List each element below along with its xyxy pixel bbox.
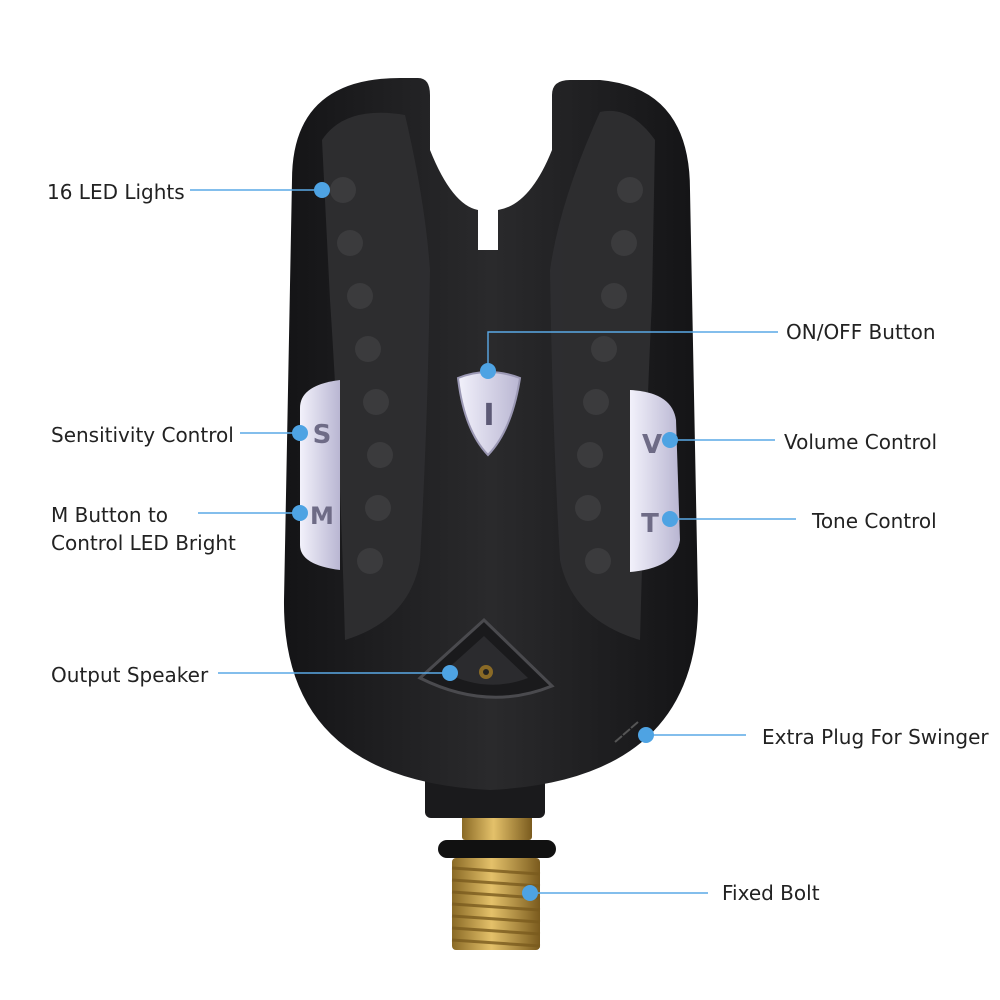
led-light xyxy=(365,495,391,521)
m-button-letter: M xyxy=(310,502,334,530)
label-on-off: ON/OFF Button xyxy=(786,320,936,344)
dot-tone xyxy=(662,511,678,527)
led-light xyxy=(330,177,356,203)
dot-led-lights xyxy=(314,182,330,198)
label-m-button-line1: M Button to xyxy=(51,503,169,527)
dot-volume xyxy=(662,432,678,448)
led-light xyxy=(585,548,611,574)
label-tone: Tone Control xyxy=(812,509,937,533)
led-light xyxy=(617,177,643,203)
sensitivity-button-letter: S xyxy=(313,420,332,450)
led-light xyxy=(575,495,601,521)
led-light xyxy=(363,389,389,415)
led-light xyxy=(591,336,617,362)
leader-on-off xyxy=(487,331,778,371)
label-volume: Volume Control xyxy=(784,430,938,454)
dot-on-off xyxy=(480,363,496,379)
led-light xyxy=(355,336,381,362)
dot-m-button xyxy=(292,505,308,521)
label-sensitivity: Sensitivity Control xyxy=(51,423,234,447)
swinger-plug xyxy=(614,721,639,743)
dot-speaker xyxy=(442,665,458,681)
dot-bolt xyxy=(522,885,538,901)
led-light xyxy=(357,548,383,574)
leader-lines xyxy=(190,189,796,894)
dot-sensitivity xyxy=(292,425,308,441)
led-light xyxy=(611,230,637,256)
led-light xyxy=(601,283,627,309)
led-column-right xyxy=(575,177,643,574)
led-light xyxy=(367,442,393,468)
callout-dots xyxy=(292,182,678,901)
volume-button-letter: V xyxy=(642,430,662,460)
label-m-button-line2: Control LED Bright xyxy=(51,531,236,555)
led-light xyxy=(337,230,363,256)
left-button-pad[interactable]: S M xyxy=(300,380,340,570)
label-fixed-bolt: Fixed Bolt xyxy=(722,881,820,905)
led-column-left xyxy=(330,177,393,574)
led-light xyxy=(577,442,603,468)
label-swinger-plug: Extra Plug For Swinger xyxy=(762,725,989,749)
fixed-bolt xyxy=(438,810,556,950)
label-speaker: Output Speaker xyxy=(51,663,209,687)
right-button-pad[interactable]: V T xyxy=(630,390,680,572)
power-button-letter: I xyxy=(483,398,494,433)
tone-button-letter: T xyxy=(641,509,659,539)
dot-swinger xyxy=(638,727,654,743)
led-light xyxy=(583,389,609,415)
led-light xyxy=(347,283,373,309)
label-led-lights: 16 LED Lights xyxy=(47,180,185,204)
